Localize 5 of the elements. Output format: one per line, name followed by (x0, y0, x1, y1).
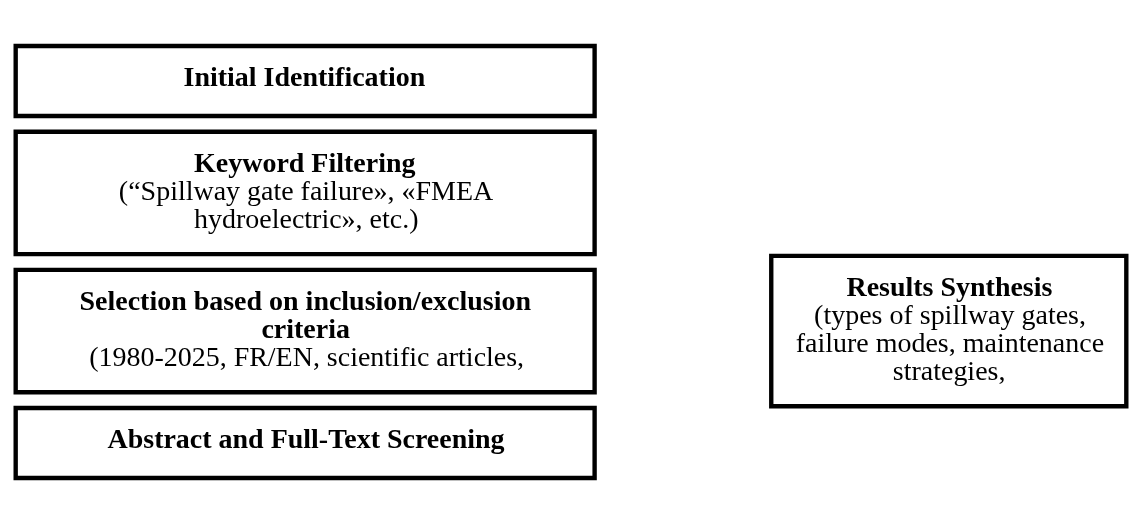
node-box: Keyword Filtering (“Spillway gate failure», «FMEA hydroelectric», etc.) (13, 129, 597, 257)
node-box: Initial Identification (13, 43, 597, 119)
node-box: Selection based on inclusion/exclusion criteria (1980-2025, FR/EN, scientific articles, (13, 267, 597, 395)
node-box: Abstract and Full-Text Screening (13, 405, 597, 481)
node-box: Results Synthesis (types of spillway gates, failure modes, maintenance strategies, (769, 253, 1129, 409)
